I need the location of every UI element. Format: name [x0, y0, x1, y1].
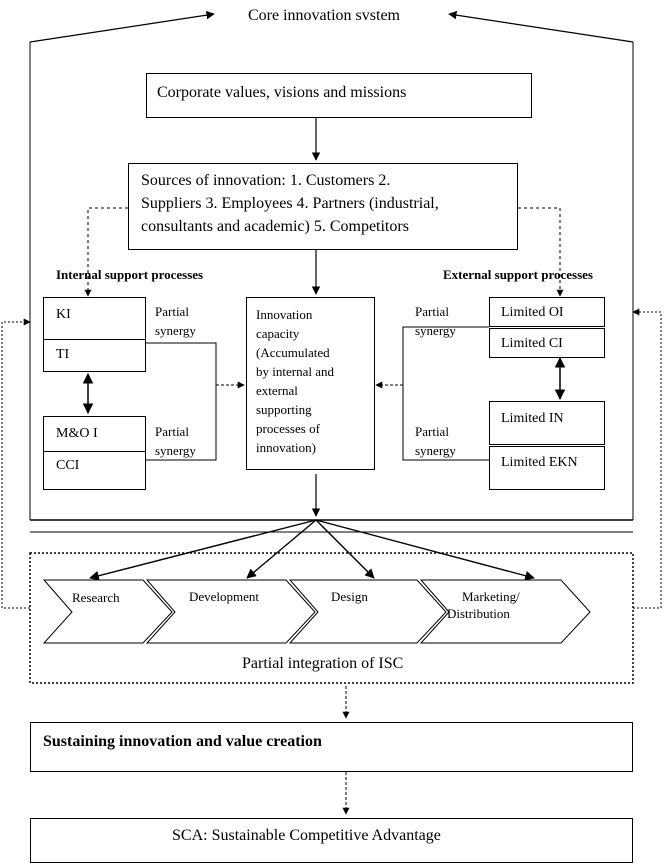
development-label: Development	[189, 589, 260, 604]
internal-support-heading: Internal support processes	[56, 267, 204, 282]
synergy-label-left-bottom: synergy	[155, 443, 196, 458]
frame-top-left-arrow	[29, 10, 215, 43]
synergy-label-right-top: synergy	[415, 323, 456, 338]
capacity-line: (Accumulated	[256, 345, 330, 360]
limited-ci-label: Limited CI	[501, 336, 563, 351]
sca-label: SCA: Sustainable Competitive Advantage	[172, 827, 441, 844]
research-label: Research	[72, 590, 120, 605]
capacity-line: external	[256, 383, 298, 398]
limited-oi-box: Limited OI	[489, 297, 605, 327]
chevron-marketing	[419, 579, 591, 644]
sustaining-label: Sustaining innovation and value creation	[43, 733, 322, 750]
sustaining-innovation-box: Sustaining innovation and value creation	[30, 722, 633, 772]
chevron-research	[42, 579, 173, 644]
capacity-line: processes of	[256, 421, 320, 436]
sca-box: SCA: Sustainable Competitive Advantage	[30, 818, 633, 863]
capacity-line: capacity	[256, 326, 300, 341]
design-label: Design	[331, 589, 368, 604]
chevron-design	[288, 579, 447, 644]
partial-label-left-top: Partial	[155, 304, 189, 319]
synergy-label-left-top: synergy	[155, 323, 196, 338]
internal-box-upper: KI TI	[43, 297, 146, 372]
capacity-line: Innovation	[256, 307, 313, 322]
corporate-values-label: Corporate values, visions and missions	[157, 84, 407, 101]
internal-box-lower: M&O I CCI	[43, 416, 146, 490]
partial-integration-frame	[29, 552, 634, 684]
partial-integration-label: Partial integration of ISC	[242, 655, 404, 672]
cci-label: CCI	[56, 458, 80, 473]
limited-ekn-label: Limited EKN	[501, 455, 578, 470]
marketing-label-1: Marketing/	[462, 589, 520, 604]
synergy-label-right-bottom: synergy	[415, 443, 456, 458]
ti-label: TI	[56, 347, 70, 362]
corporate-values-box: Corporate values, visions and missions	[146, 73, 532, 118]
diagram-title: Core innovation svstem	[248, 7, 400, 24]
limited-ekn-box: Limited EKN	[489, 446, 605, 490]
capacity-line: supporting	[256, 402, 312, 417]
limited-in-label: Limited IN	[501, 411, 564, 426]
sources-of-innovation-box: Sources of innovation: 1. Customers 2. S…	[128, 163, 518, 250]
capacity-line: innovation)	[256, 440, 316, 455]
mo-label: M&O I	[56, 426, 98, 441]
sources-line-2: Suppliers 3. Employees 4. Partners (indu…	[141, 195, 439, 212]
capacity-line: by internal and	[256, 364, 334, 379]
partial-label-right-top: Partial	[415, 304, 449, 319]
chevron-development	[145, 579, 316, 644]
frame-top-right-arrow	[448, 10, 634, 43]
marketing-label-2: Distribution	[447, 606, 510, 621]
limited-oi-label: Limited OI	[501, 305, 564, 320]
ki-label: KI	[56, 307, 71, 322]
innovation-capacity-box: Innovation capacity (Accumulated by inte…	[246, 297, 375, 470]
external-support-heading: External support processes	[443, 267, 593, 282]
limited-in-box: Limited IN	[489, 401, 605, 445]
sources-line-3: consultants and academic) 5. Competitors	[141, 218, 409, 235]
partial-label-right-bottom: Partial	[415, 424, 449, 439]
partial-label-left-bottom: Partial	[155, 424, 189, 439]
limited-ci-box: Limited CI	[489, 328, 605, 358]
sources-line-1: Sources of innovation: 1. Customers 2.	[141, 172, 391, 189]
